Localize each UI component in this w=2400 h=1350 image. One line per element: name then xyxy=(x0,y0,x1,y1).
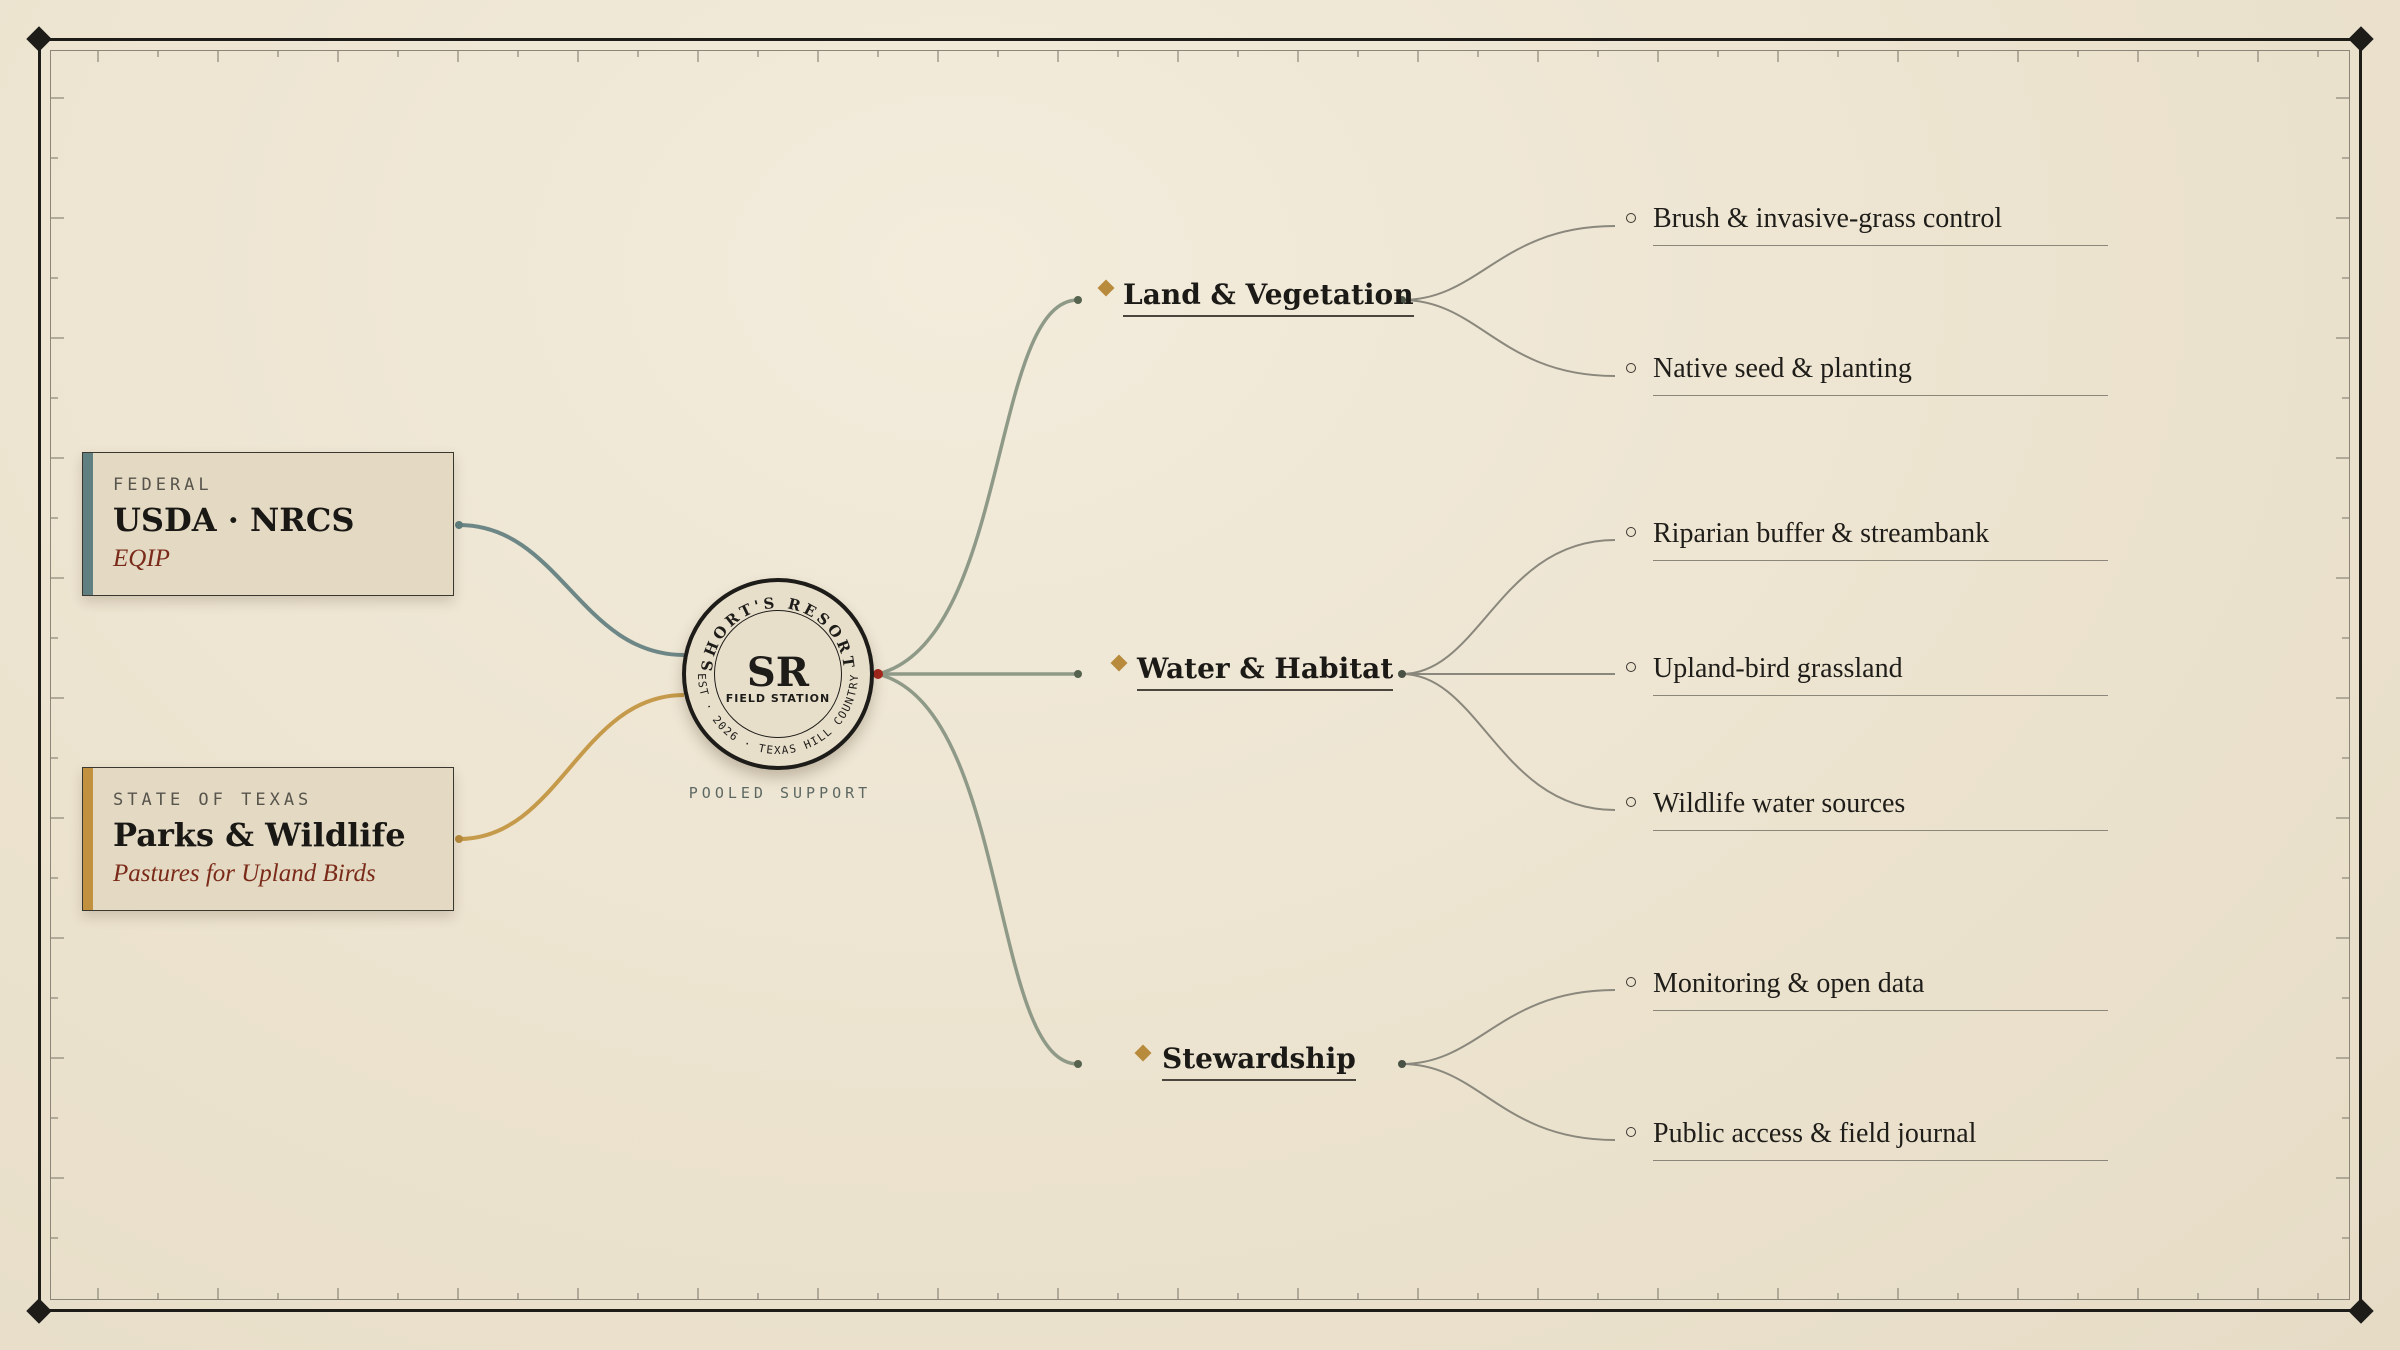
leaf-label: Brush & invasive-grass control xyxy=(1653,203,2003,234)
leaf-label: Monitoring & open data xyxy=(1653,968,1925,999)
source-tier: FEDERAL xyxy=(113,475,213,495)
source-name: Parks & Wildlife xyxy=(113,816,406,854)
hub-inner-ring xyxy=(714,610,842,738)
leaf-label: Wildlife water sources xyxy=(1653,788,1906,819)
leaf-bullet-icon xyxy=(1626,797,1636,807)
leaf-item: Riparian buffer & streambank xyxy=(1653,518,2108,561)
leaf-bullet-icon xyxy=(1626,213,1636,223)
connector-stewardship xyxy=(877,672,1079,1066)
leaf-bullet-icon xyxy=(1626,977,1636,987)
source-name: USDA · NRCS xyxy=(113,501,355,539)
connector-land xyxy=(877,298,1079,676)
leaf-item: Brush & invasive-grass control xyxy=(1653,203,2108,246)
leaf-bullet-icon xyxy=(1626,1127,1636,1137)
source-card-state: STATE OF TEXAS Parks & Wildlife Pastures… xyxy=(82,767,454,911)
accent-bar xyxy=(83,453,93,595)
leaf-label: Public access & field journal xyxy=(1653,1118,1977,1149)
branch-stewardship: Stewardship xyxy=(1162,1042,1356,1081)
hub-caption: POOLED SUPPORT xyxy=(688,784,872,802)
frame-outer-border xyxy=(38,38,2362,1312)
leaf-item: Wildlife water sources xyxy=(1653,788,2108,831)
leaf-item: Public access & field journal xyxy=(1653,1118,2108,1161)
leaf-bullet-icon xyxy=(1626,527,1636,537)
leaf-label: Riparian buffer & streambank xyxy=(1653,518,1990,549)
source-card-federal: FEDERAL USDA · NRCS EQIP xyxy=(82,452,454,596)
leaf-item: Monitoring & open data xyxy=(1653,968,2108,1011)
connector-parks xyxy=(458,693,685,841)
leaf-item: Native seed & planting xyxy=(1653,353,2108,396)
source-program: EQIP xyxy=(113,545,170,572)
leaf-bullet-icon xyxy=(1626,363,1636,373)
source-program: Pastures for Upland Birds xyxy=(113,860,376,887)
leaf-item: Upland-bird grassland xyxy=(1653,653,2108,696)
connector-usda xyxy=(458,523,685,657)
frame-inner-border xyxy=(50,50,2350,1300)
leaf-bullet-icon xyxy=(1626,662,1636,672)
leaf-label: Upland-bird grassland xyxy=(1653,653,1903,684)
leaf-label: Native seed & planting xyxy=(1653,353,1912,384)
accent-bar xyxy=(83,768,93,910)
source-tier: STATE OF TEXAS xyxy=(113,790,313,810)
branch-water-habitat: Water & Habitat xyxy=(1137,652,1394,691)
hub-seal xyxy=(682,578,874,770)
branch-land-vegetation: Land & Vegetation xyxy=(1123,278,1414,317)
